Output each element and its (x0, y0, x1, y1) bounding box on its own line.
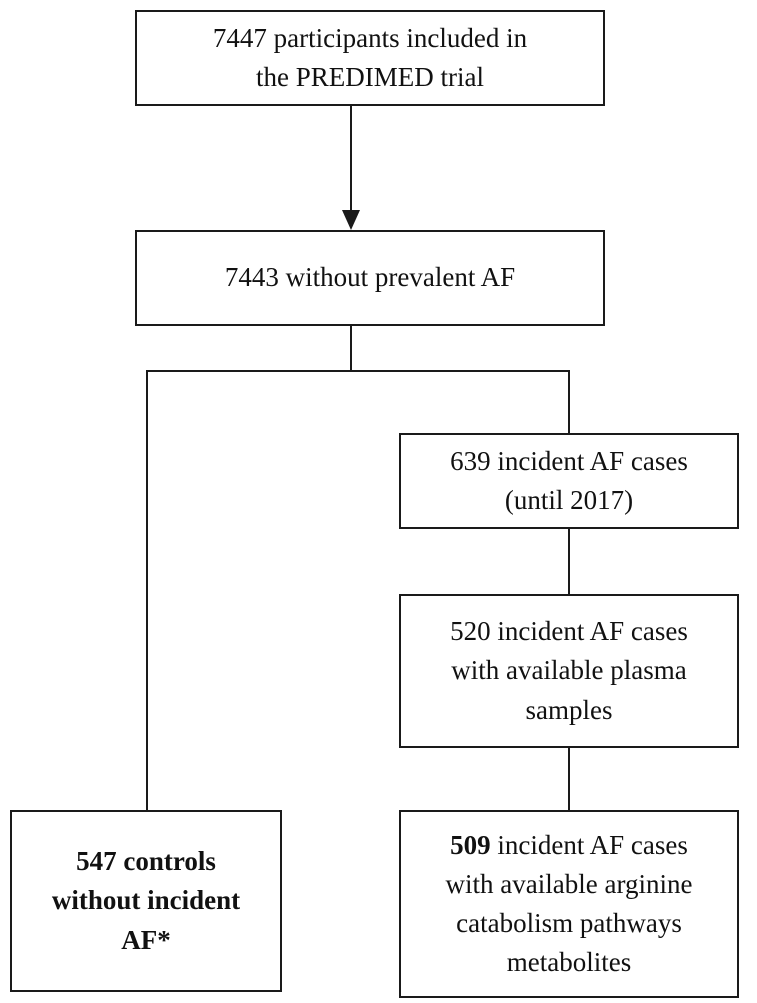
node-text-line: metabolites (506, 947, 632, 978)
node-text-line: catabolism pathways (456, 908, 682, 938)
node-predimed-trial: 7447 participants included in the PREDIM… (135, 10, 605, 106)
connector-520-to-509 (568, 748, 570, 810)
node-incident-af-509: 509 incident AF cases with available arg… (399, 810, 739, 998)
node-incident-af-520: 520 incident AF cases with available pla… (399, 594, 739, 748)
node-text-line: the PREDIMED trial (256, 62, 484, 92)
node-text-line: (until 2017) (504, 485, 634, 515)
connector-639-to-520 (568, 529, 570, 594)
node-text-line: without incident (51, 885, 241, 916)
node-text-line: 509 incident AF cases (446, 826, 693, 865)
connector-noaf-stem (350, 326, 352, 372)
node-text-line: with available plasma (451, 655, 687, 686)
arrowhead-down (342, 210, 360, 230)
node-count-bold: 509 (450, 829, 491, 860)
connector-to-controls (146, 370, 148, 810)
connector-branch-horizontal (146, 370, 570, 372)
node-text-line: 7447 participants included in (212, 22, 528, 53)
node-incident-af-639: 639 incident AF cases (until 2017) (399, 433, 739, 529)
node-text-line: AF* (121, 924, 171, 955)
node-text-line: samples (525, 694, 613, 725)
node-without-prevalent-af: 7443 without prevalent AF (135, 230, 605, 326)
node-text-line: 547 controls (76, 846, 216, 877)
connector-trial-to-noaf (350, 106, 352, 210)
node-text-line: 520 incident AF cases (450, 616, 688, 647)
node-text-line: with available arginine (445, 868, 693, 899)
node-text-line: 639 incident AF cases (450, 445, 688, 476)
node-text-fragment: incident AF cases (490, 829, 688, 860)
node-controls-547: 547 controls without incident AF* (10, 810, 282, 992)
node-text-line: 7443 without prevalent AF (224, 262, 516, 293)
connector-to-incident-639 (568, 370, 570, 433)
